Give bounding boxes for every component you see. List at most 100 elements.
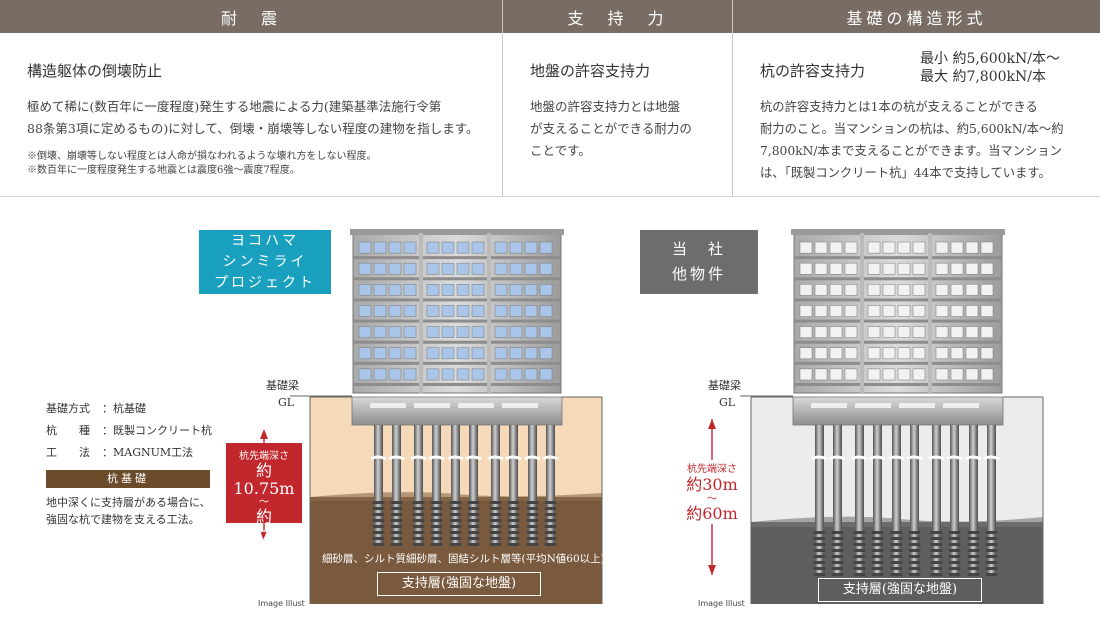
window <box>358 241 372 254</box>
pile-rib <box>890 555 903 558</box>
pile <box>374 425 383 545</box>
window <box>950 284 964 296</box>
window <box>403 262 417 275</box>
pile <box>451 425 460 545</box>
pile-rib <box>507 519 520 522</box>
pile-rib <box>489 537 502 540</box>
pile-rib <box>507 501 520 504</box>
pile-rib <box>430 507 443 510</box>
pile-rib <box>908 543 921 546</box>
pile-rib <box>890 537 903 540</box>
pile-rib <box>412 513 425 516</box>
window <box>509 284 523 296</box>
pile-rib <box>372 537 385 540</box>
pile-rib <box>985 531 998 534</box>
pile-rib <box>871 537 884 540</box>
floor-slab <box>794 256 1002 260</box>
badge-line: ヨコハマ <box>231 232 299 249</box>
pile-rib <box>372 543 385 546</box>
layer-description: 細砂層、シルト質細砂層、固結シルト層等(平均N値60以上) <box>322 553 605 565</box>
window <box>494 368 508 381</box>
window <box>426 305 440 317</box>
pile-rib <box>853 537 866 540</box>
window <box>358 305 372 317</box>
support-layer-label: 支持層(強固な地盤) <box>377 572 541 596</box>
pile-break <box>465 455 482 461</box>
pile-rib <box>967 543 980 546</box>
window <box>426 326 440 338</box>
pile-rib <box>449 531 462 534</box>
depth-min: 約10.75m <box>233 461 295 498</box>
pile-rib <box>853 573 866 576</box>
pile-rib <box>489 531 502 534</box>
window <box>814 326 828 338</box>
window <box>426 368 440 381</box>
pile-rib <box>908 555 921 558</box>
pile-cap <box>943 403 979 408</box>
pile-rib <box>831 537 844 540</box>
pile-rib <box>526 501 539 504</box>
pile-rib <box>985 573 998 576</box>
window <box>471 326 485 338</box>
pillar <box>860 233 864 393</box>
left-depth-label: 杭先端深さ 約10.75m 〜 約14.75m <box>226 443 302 546</box>
pile-break <box>370 455 387 461</box>
window <box>950 241 964 254</box>
window <box>897 368 911 381</box>
window <box>897 305 911 317</box>
foundation-body: 杭の許容支持力とは1本の杭が支えることができる 耐力のこと。当マンションの杭は、… <box>760 96 1064 184</box>
pile-rib <box>890 549 903 552</box>
window <box>494 284 508 296</box>
pile-rib <box>908 531 921 534</box>
window <box>494 305 508 317</box>
window <box>935 368 949 381</box>
window <box>509 368 523 381</box>
pile-rib <box>948 567 961 570</box>
floor-slab <box>794 319 1002 323</box>
pile-rib <box>507 537 520 540</box>
window <box>388 326 402 338</box>
seismic-panel: 構造躯体の倒壊防止 極めて稀に(数百年に一度程度)発生する地震による力(建築基準… <box>27 33 497 196</box>
window <box>965 326 979 338</box>
pile-rib <box>372 513 385 516</box>
window <box>814 305 828 317</box>
pile-rib <box>831 549 844 552</box>
pile-break <box>869 455 886 461</box>
pile-rib <box>390 507 403 510</box>
spec-value: 既製コンクリート杭 <box>113 424 212 437</box>
window <box>524 347 538 360</box>
window <box>912 305 926 317</box>
pile-cap <box>414 403 450 408</box>
spec-key: 杭 種 <box>46 424 90 437</box>
depth-title: 杭先端深さ <box>687 464 737 475</box>
spec-sep: ： <box>102 446 113 459</box>
window <box>799 368 813 381</box>
depth-max: 約14.75m <box>233 507 295 546</box>
pile-break <box>388 455 405 461</box>
pile <box>950 425 959 575</box>
window <box>844 368 858 381</box>
window <box>373 347 387 360</box>
bearing-body-line: ことです。 <box>530 143 591 158</box>
pile-rib <box>831 561 844 564</box>
pile-break <box>928 455 945 461</box>
window <box>844 284 858 296</box>
pile-rib <box>890 543 903 546</box>
window <box>494 326 508 338</box>
window <box>373 368 387 381</box>
window <box>882 305 896 317</box>
pile-cap <box>370 403 406 408</box>
window <box>539 326 553 338</box>
window <box>882 284 896 296</box>
desc-line: 強固な杭で建物を支える工法。 <box>46 513 200 526</box>
pile-rib <box>467 537 480 540</box>
window <box>373 305 387 317</box>
window <box>829 305 843 317</box>
pile-rib <box>985 561 998 564</box>
pile-rib <box>890 561 903 564</box>
pile-rib <box>831 555 844 558</box>
depth-min: 約30m <box>686 475 738 494</box>
window <box>965 305 979 317</box>
window <box>799 305 813 317</box>
beam-label: 基礎梁 <box>708 379 741 392</box>
